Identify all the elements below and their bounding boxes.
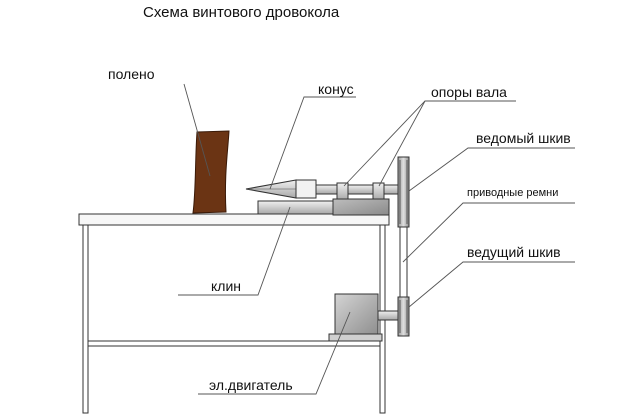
wedge: [257, 200, 337, 215]
support-base: [332, 198, 390, 216]
leader-wedge: [178, 206, 291, 296]
diagram-title: Схема винтового дровокола: [143, 4, 340, 21]
electric-motor: [328, 293, 383, 342]
label-log: полено: [108, 66, 155, 82]
drive-belts: [399, 227, 408, 297]
label-wedge: клин: [211, 278, 242, 294]
label-shaft-supports: опоры вала: [431, 84, 507, 100]
cone: [245, 179, 317, 199]
table-top: [78, 213, 390, 226]
label-drive-belts: приводные ремни: [467, 187, 559, 199]
leader-motor: [198, 311, 351, 395]
leader-lines: [178, 83, 575, 395]
leader-log: [183, 83, 211, 177]
log: [192, 130, 230, 214]
drive-pulley: [377, 296, 410, 337]
shaft-supports: [332, 182, 390, 216]
leader-driven-pulley: [408, 147, 575, 192]
label-driven-pulley: ведомый шкив: [476, 130, 571, 146]
label-drive-pulley: ведущий шкив: [467, 244, 561, 260]
driven-pulley: [397, 156, 410, 228]
leader-cone: [269, 96, 356, 190]
label-motor: эл.двигатель: [209, 377, 293, 393]
leader-belts: [402, 202, 575, 263]
table-lower-shelf: [87, 340, 381, 347]
leader-drive-pulley: [408, 261, 575, 308]
label-cone: конус: [318, 81, 354, 97]
table-leg-left: [82, 224, 89, 414]
